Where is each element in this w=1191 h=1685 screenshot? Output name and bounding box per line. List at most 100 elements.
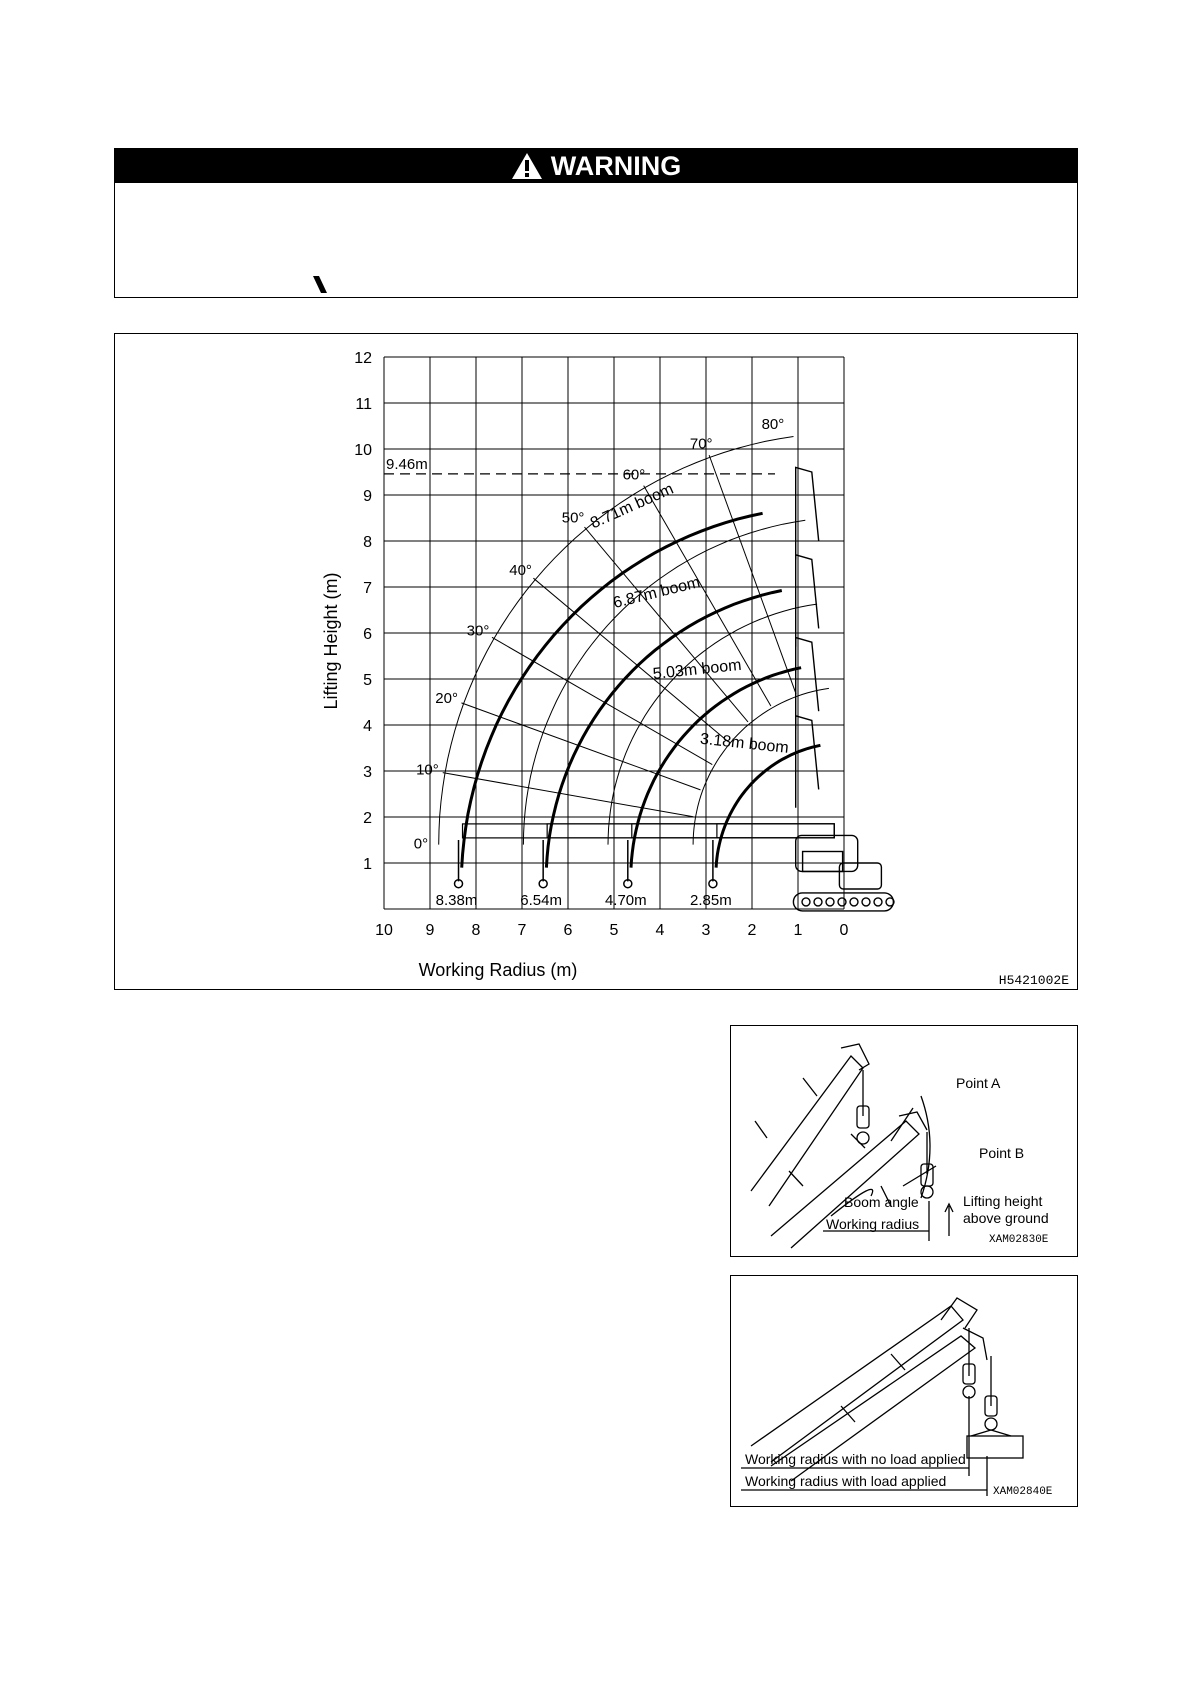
fig2-code: XAM02840E bbox=[993, 1486, 1053, 1498]
track-wheel bbox=[837, 897, 847, 907]
angle-label: 80° bbox=[762, 416, 785, 433]
figure-lifting-points: Point A Point B Boom angle Lifting heigh… bbox=[730, 1025, 1078, 1257]
fig2-svg: Working radius with no load applied Work… bbox=[741, 1297, 1053, 1498]
angle-arc bbox=[692, 687, 829, 845]
x-tick-label: 10 bbox=[375, 922, 393, 939]
figure-load-radius: Working radius with no load applied Work… bbox=[730, 1275, 1078, 1507]
x-tick-label: 9 bbox=[426, 922, 435, 939]
track-wheel bbox=[885, 897, 895, 907]
upright-boom bbox=[795, 714, 820, 808]
y-tick-label: 3 bbox=[363, 764, 372, 781]
fig1-code: XAM02830E bbox=[989, 1234, 1049, 1246]
lifting-height-label: Lifting height bbox=[963, 1193, 1043, 1209]
cab-window bbox=[801, 850, 844, 873]
y-axis-label: Lifting Height (m) bbox=[321, 572, 341, 709]
angle-ray bbox=[461, 702, 701, 791]
track-wheel bbox=[813, 897, 823, 907]
upright-boom bbox=[795, 553, 820, 647]
angle-label: 60° bbox=[623, 467, 646, 484]
boom-horizontal bbox=[716, 823, 835, 839]
angle-label: 40° bbox=[509, 562, 532, 579]
hook-icon bbox=[623, 878, 633, 889]
x-tick-label: 3 bbox=[702, 922, 711, 939]
warning-triangle-icon bbox=[511, 153, 542, 179]
warning-header: WARNING bbox=[115, 149, 1077, 183]
y-tick-label: 12 bbox=[354, 350, 372, 367]
track-wheel bbox=[849, 897, 859, 907]
angle-label: 70° bbox=[690, 435, 713, 452]
y-tick-label: 9 bbox=[363, 488, 372, 505]
x-axis-label: Working Radius (m) bbox=[419, 960, 578, 980]
y-tick-label: 6 bbox=[363, 626, 372, 643]
max-height-label: 9.46m bbox=[386, 456, 428, 473]
x-tick-label: 6 bbox=[564, 922, 573, 939]
boom-label: 3.18m boom bbox=[699, 731, 789, 757]
warning-box: WARNING bbox=[114, 148, 1078, 298]
angle-label: 10° bbox=[416, 762, 439, 779]
x-tick-label: 5 bbox=[610, 922, 619, 939]
angle-rays bbox=[442, 454, 797, 818]
angle-ray bbox=[442, 772, 694, 818]
boom-curve bbox=[460, 511, 763, 868]
boom-horizontal bbox=[461, 823, 835, 839]
x-tick-label: 0 bbox=[840, 922, 849, 939]
excavator-group bbox=[792, 466, 895, 912]
warning-title: WARNING bbox=[550, 150, 682, 181]
y-tick-label: 11 bbox=[355, 396, 372, 413]
hook-icon bbox=[708, 878, 718, 889]
hook-icon bbox=[538, 878, 548, 889]
angle-ray bbox=[643, 485, 772, 707]
track-wheel bbox=[801, 897, 811, 907]
track bbox=[792, 892, 895, 912]
with-load-label: Working radius with load applied bbox=[745, 1473, 946, 1489]
cab-body bbox=[795, 834, 859, 873]
y-tick-label: 10 bbox=[354, 442, 372, 459]
revision-mark-icon bbox=[313, 276, 327, 293]
track-wheel bbox=[873, 897, 883, 907]
x-tick-label: 1 bbox=[794, 922, 803, 939]
counterweight bbox=[838, 862, 883, 890]
upright-boom bbox=[795, 466, 820, 560]
boom-curve bbox=[544, 589, 783, 868]
boom-label: 8.71m boom bbox=[588, 481, 676, 533]
angle-arc bbox=[607, 603, 818, 845]
angle-label: 20° bbox=[435, 690, 458, 707]
y-tick-label: 8 bbox=[363, 534, 372, 551]
reach-label: 2.85m bbox=[690, 892, 732, 909]
reach-label: 8.38m bbox=[436, 892, 478, 909]
track-wheel bbox=[861, 897, 871, 907]
y-tick-label: 1 bbox=[363, 856, 372, 873]
x-tick-label: 2 bbox=[748, 922, 757, 939]
angle-arc bbox=[438, 436, 794, 845]
boom-curve bbox=[629, 666, 802, 868]
angle-arcs bbox=[438, 436, 829, 845]
angle-label: 30° bbox=[467, 623, 490, 640]
reach-label: 6.54m bbox=[520, 892, 562, 909]
above-ground-label: above ground bbox=[963, 1210, 1049, 1226]
working-radius-label: Working radius bbox=[826, 1216, 919, 1232]
hook-icon bbox=[453, 878, 464, 889]
angle-ray bbox=[584, 526, 749, 723]
y-tick-label: 4 bbox=[363, 718, 372, 735]
angle-ray bbox=[708, 454, 797, 695]
x-tick-label: 8 bbox=[472, 922, 481, 939]
point-a-label: Point A bbox=[956, 1075, 1001, 1091]
boom-curve bbox=[714, 743, 821, 868]
track-wheel bbox=[825, 897, 835, 907]
figure-code: H5421002E bbox=[999, 973, 1069, 988]
angle-label: 50° bbox=[562, 509, 585, 526]
reach-label: 4.70m bbox=[605, 892, 647, 909]
boom-horizontal bbox=[546, 823, 835, 839]
excavator-drawing bbox=[792, 466, 895, 912]
x-tick-label: 4 bbox=[656, 922, 665, 939]
no-load-label: Working radius with no load applied bbox=[745, 1451, 966, 1467]
y-tick-label: 2 bbox=[363, 810, 372, 827]
upright-boom bbox=[795, 636, 820, 730]
boom-angle-label: Boom angle bbox=[844, 1194, 919, 1210]
fig1-svg: Point A Point B Boom angle Lifting heigh… bbox=[750, 1043, 1049, 1249]
y-tick-label: 7 bbox=[363, 580, 372, 597]
y-tick-label: 5 bbox=[363, 672, 372, 689]
chart-labels: 0°10°20°30°40°50°60°70°80°8.71m boom6.87… bbox=[384, 416, 835, 909]
